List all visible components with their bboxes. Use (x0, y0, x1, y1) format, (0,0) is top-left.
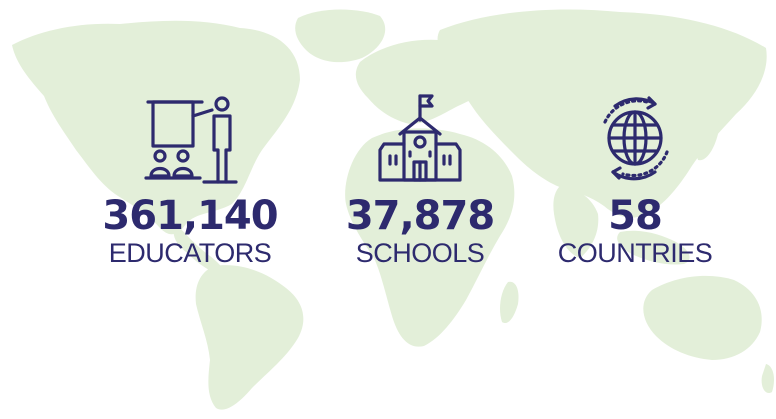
countries-label: COUNTRIES (557, 238, 713, 268)
schools-label: SCHOOLS (355, 238, 485, 268)
map-japan (696, 113, 720, 161)
stat-schools: 37,878 SCHOOLS (325, 92, 515, 268)
school-building-icon (378, 94, 462, 182)
map-madagascar (500, 281, 519, 324)
map-south-america (195, 265, 304, 410)
countries-count: 58 (608, 193, 663, 239)
globe-icon (603, 96, 669, 181)
schools-count: 37,878 (345, 193, 495, 239)
map-southeast-asia (617, 230, 690, 265)
map-australia (643, 275, 762, 360)
educators-label: EDUCATORS (108, 238, 272, 268)
map-greenland (295, 9, 386, 63)
map-india (553, 186, 599, 258)
map-new-zealand (761, 364, 774, 394)
map-africa (345, 128, 515, 347)
stat-countries: 58 COUNTRIES (540, 92, 730, 268)
map-central-america (173, 224, 224, 276)
educators-count: 361,140 (102, 193, 278, 239)
teacher-presentation-icon (144, 96, 238, 184)
map-asia (437, 9, 767, 218)
stat-educators: 361,140 EDUCATORS (95, 92, 285, 268)
